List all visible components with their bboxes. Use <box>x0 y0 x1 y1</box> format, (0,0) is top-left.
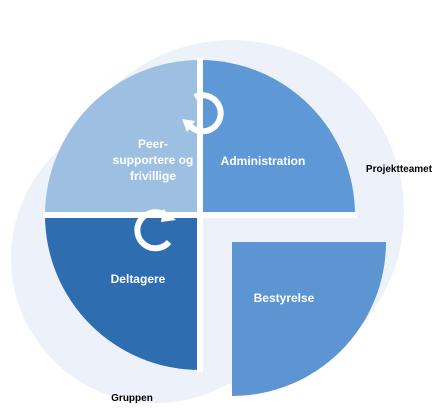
bestyrelse-label: Bestyrelse <box>253 291 315 305</box>
bestyrelse-segment <box>232 242 386 396</box>
cycle-arrow-icon <box>134 209 176 252</box>
peer-support-segment <box>45 60 200 215</box>
administration-label: Administration <box>220 154 306 168</box>
deltagere-segment <box>45 215 200 370</box>
peer-label-line3: frivillige <box>129 169 176 183</box>
peer-support-label: Peer- supportere og frivillige <box>98 136 208 184</box>
projektteamet-label: Projektteamet <box>365 164 433 175</box>
cycle-arrow-icon <box>182 92 224 135</box>
administration-segment <box>200 60 355 215</box>
peer-label-line1: Peer- <box>137 137 169 151</box>
gruppen-label: Gruppen <box>111 393 153 404</box>
peer-label-line2: supportere og <box>112 153 194 167</box>
deltagere-label: Deltagere <box>110 272 166 286</box>
